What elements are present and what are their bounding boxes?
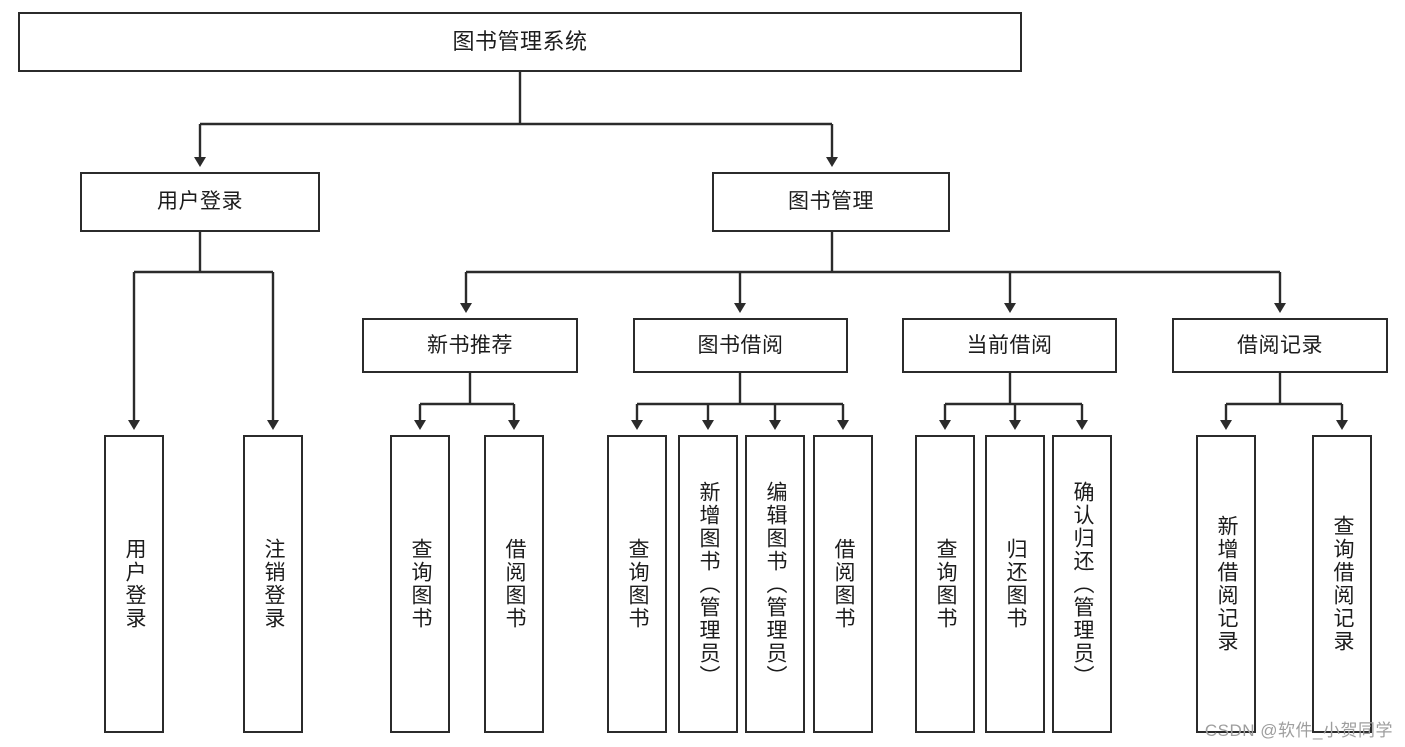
node-leaf-borrow-book[interactable]: 借阅图书	[813, 435, 873, 733]
wire-group-book-management	[460, 232, 1286, 313]
node-book-management-label: 图书管理	[788, 190, 874, 214]
node-leaf-user-logout[interactable]: 注销登录	[243, 435, 303, 733]
node-leaf-query-book-recommend[interactable]: 查询图书	[390, 435, 450, 733]
node-borrow-record-label: 借阅记录	[1237, 333, 1323, 357]
node-leaf-query-book-current-label: 查询图书	[934, 538, 957, 630]
node-leaf-borrow-book-recommend-label: 借阅图书	[503, 538, 526, 630]
node-root[interactable]: 图书管理系统	[18, 12, 1022, 72]
node-book-management[interactable]: 图书管理	[712, 172, 950, 232]
wire-group-book-borrow	[631, 373, 849, 430]
node-user-login-label: 用户登录	[157, 190, 243, 214]
node-leaf-user-login-label: 用户登录	[123, 538, 146, 630]
wire-group-user-login	[128, 232, 279, 430]
node-leaf-confirm-return-admin[interactable]: 确认归还（管理员）	[1052, 435, 1112, 733]
node-leaf-borrow-book-label: 借阅图书	[832, 538, 855, 630]
node-book-borrow[interactable]: 图书借阅	[633, 318, 848, 373]
node-leaf-return-book-label: 归还图书	[1004, 538, 1027, 630]
node-leaf-query-book-recommend-label: 查询图书	[409, 538, 432, 630]
node-current-borrow[interactable]: 当前借阅	[902, 318, 1117, 373]
node-book-borrow-label: 图书借阅	[697, 333, 784, 357]
node-leaf-add-borrow-record-label: 新增借阅记录	[1215, 515, 1238, 653]
node-leaf-return-book[interactable]: 归还图书	[985, 435, 1045, 733]
node-leaf-add-borrow-record[interactable]: 新增借阅记录	[1196, 435, 1256, 733]
wire-group-root	[194, 72, 838, 167]
node-leaf-query-book-borrow-label: 查询图书	[626, 538, 649, 630]
node-leaf-query-book-current[interactable]: 查询图书	[915, 435, 975, 733]
node-user-login[interactable]: 用户登录	[80, 172, 320, 232]
node-leaf-query-book-borrow[interactable]: 查询图书	[607, 435, 667, 733]
node-leaf-edit-book-admin-label: 编辑图书（管理员）	[764, 480, 787, 688]
node-leaf-add-book-admin-label: 新增图书（管理员）	[697, 480, 720, 688]
wire-group-new-book-recommend	[414, 373, 520, 430]
node-leaf-add-book-admin[interactable]: 新增图书（管理员）	[678, 435, 738, 733]
node-leaf-confirm-return-admin-label: 确认归还（管理员）	[1071, 480, 1094, 688]
node-leaf-user-login[interactable]: 用户登录	[104, 435, 164, 733]
node-leaf-query-borrow-record[interactable]: 查询借阅记录	[1312, 435, 1372, 733]
wire-group-current-borrow	[939, 373, 1088, 430]
node-new-book-recommend-label: 新书推荐	[427, 333, 513, 357]
node-leaf-edit-book-admin[interactable]: 编辑图书（管理员）	[745, 435, 805, 733]
node-root-label: 图书管理系统	[452, 28, 588, 54]
node-leaf-query-borrow-record-label: 查询借阅记录	[1331, 515, 1354, 653]
csdn-watermark: CSDN @软件_小贺同学	[1204, 721, 1393, 740]
wire-group-borrow-record	[1220, 373, 1348, 430]
node-leaf-borrow-book-recommend[interactable]: 借阅图书	[484, 435, 544, 733]
node-borrow-record[interactable]: 借阅记录	[1172, 318, 1388, 373]
node-leaf-user-logout-label: 注销登录	[262, 538, 285, 630]
node-new-book-recommend[interactable]: 新书推荐	[362, 318, 578, 373]
node-current-borrow-label: 当前借阅	[966, 333, 1053, 357]
